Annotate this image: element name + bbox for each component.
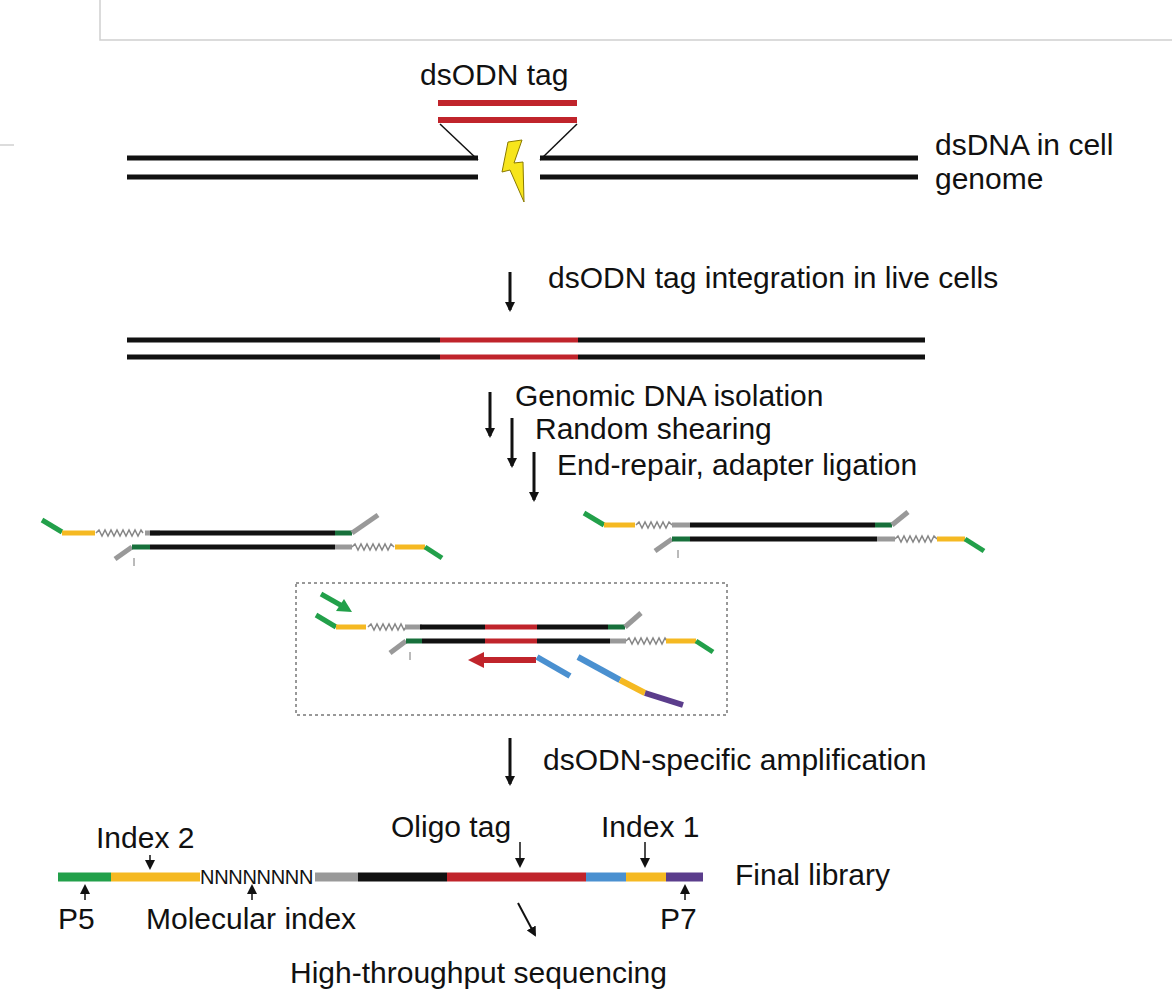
- final-library: [58, 873, 703, 882]
- adapter-primer: [578, 657, 620, 680]
- primer-head: [468, 652, 484, 668]
- library-label: Final library: [735, 858, 890, 892]
- primer-tail: [537, 657, 570, 676]
- step-arrow: [511, 418, 514, 466]
- insert-line: [540, 124, 577, 160]
- step-label: End-repair, adapter ligation: [557, 448, 917, 482]
- step-label: Genomic DNA isolation: [515, 379, 823, 413]
- frame-line: [100, 0, 1172, 40]
- step-label: Random shearing: [535, 412, 772, 446]
- frame-line: [0, 144, 14, 146]
- step-label: dsODN tag integration in live cells: [548, 261, 998, 295]
- part-label: Index 2: [96, 821, 194, 855]
- tag-label: dsODN tag: [420, 58, 568, 92]
- tagged-fragment: [316, 613, 713, 660]
- adapter-fragment: [42, 515, 442, 566]
- lightning-bolt: [502, 140, 524, 202]
- molecular-index-sequence: NNNNNNNN: [200, 865, 313, 889]
- primer-shaft: [482, 657, 536, 663]
- part-label: P5: [58, 902, 95, 936]
- output-label: High-throughput sequencing: [290, 956, 667, 990]
- adapter-primer: [645, 693, 683, 705]
- part-label: P7: [660, 902, 697, 936]
- step-arrow: [533, 452, 536, 500]
- insert-line: [440, 124, 478, 160]
- step-arrow: [489, 392, 492, 436]
- part-label: Molecular index: [146, 902, 356, 936]
- genome-label: dsDNA in cell genome: [935, 128, 1150, 196]
- part-label: Oligo tag: [391, 810, 511, 844]
- step-arrow: [509, 738, 512, 784]
- tag-strand: [438, 100, 577, 106]
- primer-head: [336, 599, 352, 612]
- step-arrow: [509, 272, 512, 310]
- adapter-fragment: [584, 512, 984, 558]
- part-label: Index 1: [601, 810, 699, 844]
- pointer-arrows: [85, 842, 685, 935]
- integrated-dna: [127, 340, 925, 357]
- dashed-frame: [296, 583, 727, 715]
- adapter-primer: [620, 680, 645, 693]
- step-label: dsODN-specific amplification: [543, 743, 926, 777]
- tag-strand: [438, 117, 577, 123]
